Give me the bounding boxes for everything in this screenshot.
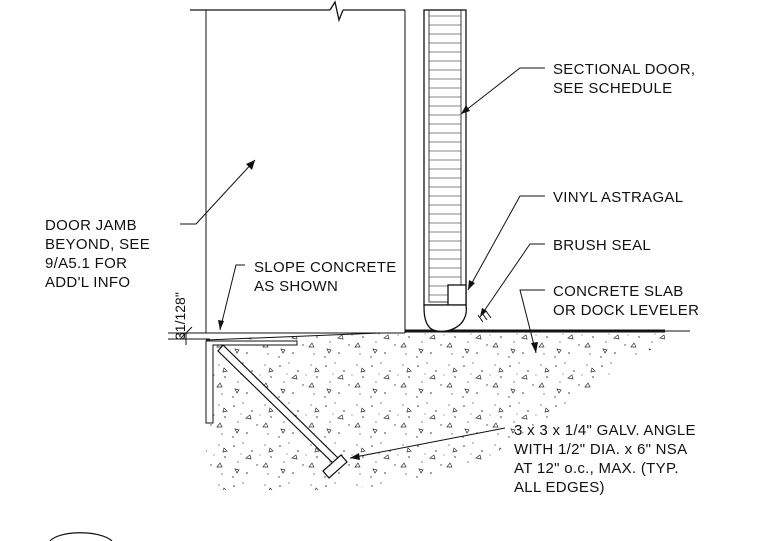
detail-callout-circle (49, 532, 113, 541)
anchor-bolt (217, 344, 348, 479)
galv-angle (205, 340, 298, 424)
note-line: SECTIONAL DOOR, (553, 61, 696, 78)
note-line: SLOPE CONCRETE (254, 259, 397, 276)
note-line: VINYL ASTRAGAL (553, 189, 684, 206)
door-jamb-beyond (190, 0, 406, 333)
note-line: 3 x 3 x 1/4" GALV. ANGLE (514, 422, 696, 439)
note-line: SEE SCHEDULE (553, 80, 673, 97)
note-line: BRUSH SEAL (553, 237, 652, 254)
slope-dimension (168, 326, 210, 345)
sectional-door (423, 9, 467, 306)
note-line: ADD'L INFO (45, 274, 131, 291)
note-brush-seal: BRUSH SEAL (553, 236, 651, 255)
note-line: ALL EDGES) (514, 479, 605, 496)
note-vinyl-astragal: VINYL ASTRAGAL (553, 188, 683, 207)
note-slope-concrete: SLOPE CONCRETE AS SHOWN (254, 258, 397, 296)
leader-lines (180, 67, 545, 459)
note-line: AT 12" o.c., MAX. (TYP. (514, 460, 679, 477)
note-line: 9/A5.1 FOR (45, 255, 128, 272)
note-line: WITH 1/2" DIA. x 6" NSA (514, 441, 688, 458)
note-line: CONCRETE SLAB (553, 283, 684, 300)
note-sectional-door: SECTIONAL DOOR, SEE SCHEDULE (553, 60, 695, 98)
note-concrete-slab: CONCRETE SLAB OR DOCK LEVELER (553, 282, 699, 320)
note-line: AS SHOWN (254, 278, 339, 295)
leader-arrowheads (218, 105, 538, 460)
note-line: DOOR JAMB (45, 217, 137, 234)
door-panel-slats (429, 15, 461, 296)
note-line: BEYOND, SEE (45, 236, 150, 253)
note-line: OR DOCK LEVELER (553, 302, 700, 319)
vinyl-astragal (423, 284, 467, 332)
note-galv-angle: 3 x 3 x 1/4" GALV. ANGLE WITH 1/2" DIA. … (514, 421, 696, 497)
note-door-jamb: DOOR JAMB BEYOND, SEE 9/A5.1 FOR ADD'L I… (45, 216, 150, 292)
dimension-label: 31/128" (172, 292, 188, 340)
